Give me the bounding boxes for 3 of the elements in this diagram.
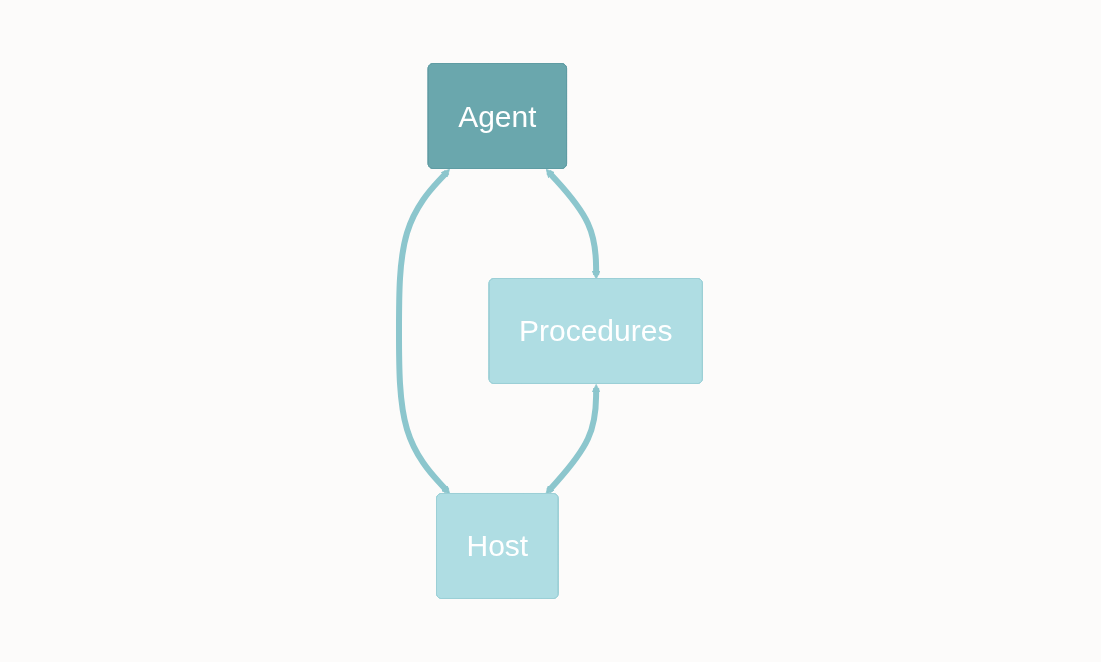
arrow	[395, 168, 450, 495]
arrow	[545, 168, 601, 280]
arrow	[545, 384, 601, 495]
